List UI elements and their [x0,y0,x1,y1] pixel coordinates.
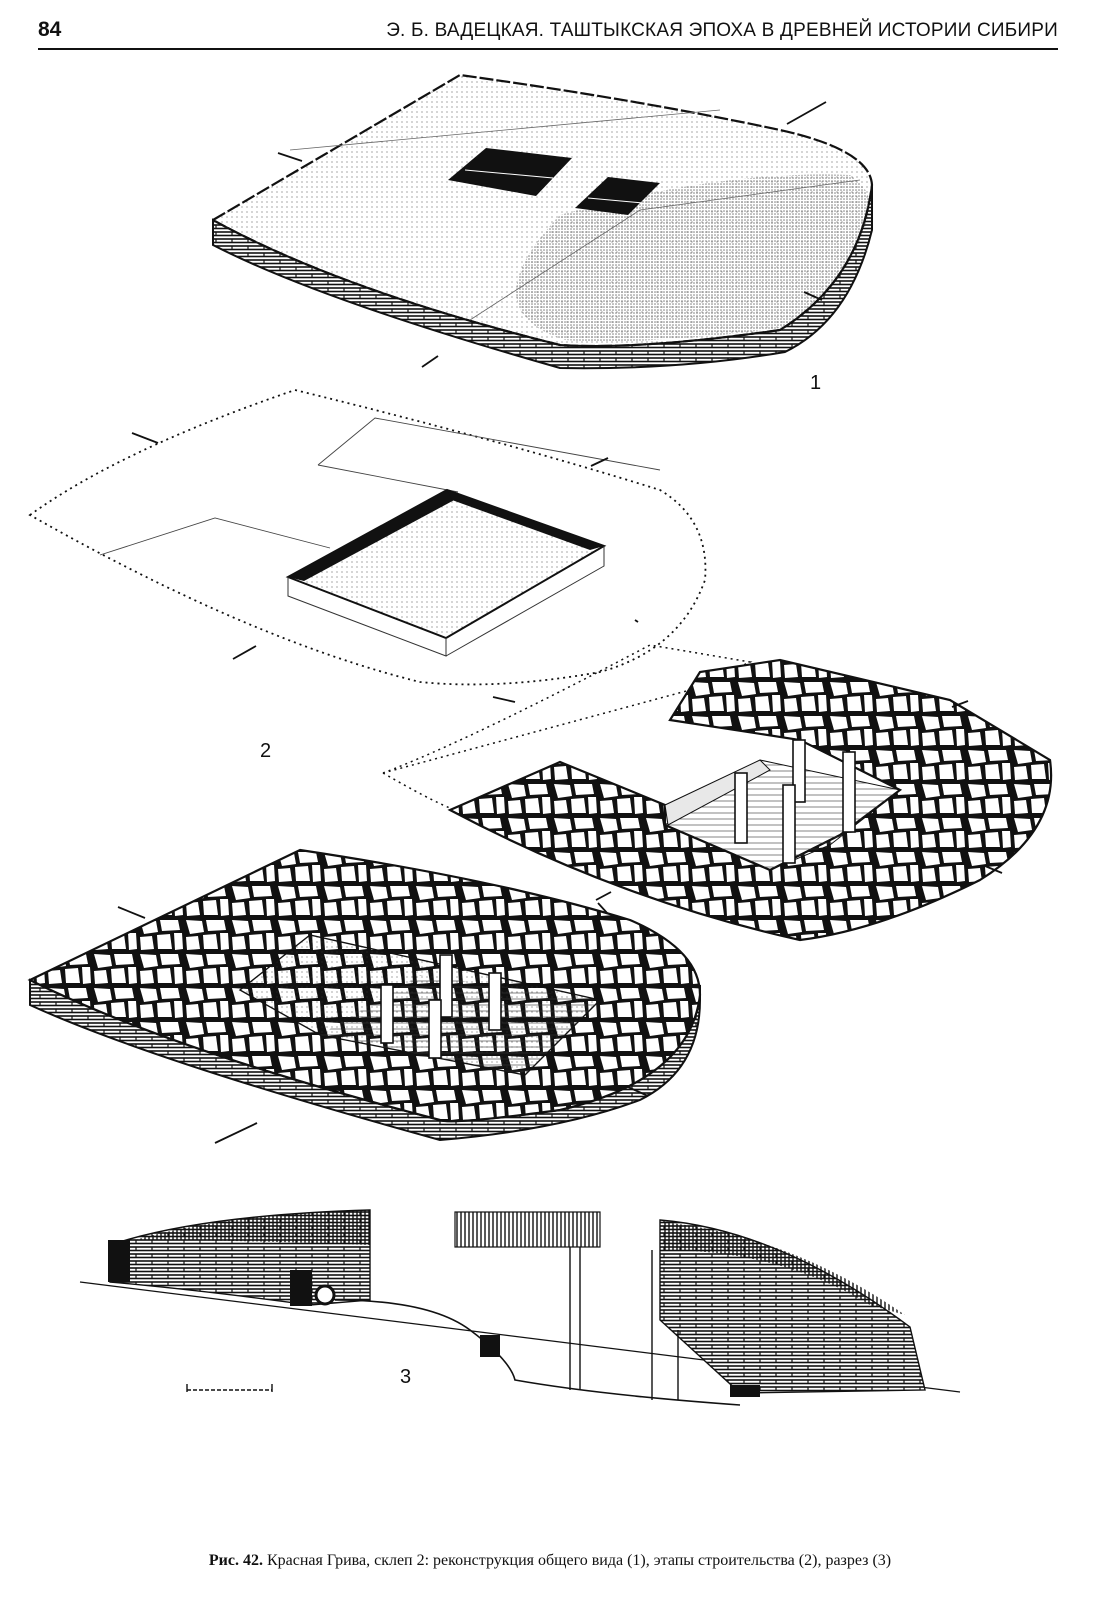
label-view-1: 1 [810,372,822,394]
pillars-left [380,954,502,1059]
label-stage-2: 2 [260,740,272,762]
figure-drawing [27,73,1053,1406]
caption-text: Красная Грива, склеп 2: реконструкция об… [266,1552,892,1569]
pillars-right [734,739,856,864]
caption-figure-ref: Рис. 42. [208,1552,263,1569]
page-number: 84 [38,18,62,41]
stage-2b-stone-frame [382,644,1053,942]
figure-caption: Рис. 42. Красная Грива, склеп 2: реконст… [0,1552,1100,1570]
scale-bar [186,1384,273,1392]
view-1-mound [210,73,874,370]
figure-illustration: 1 2 3 [0,60,1100,1500]
page-header: 84 Э. Б. ВАДЕЦКАЯ. ТАШТЫКСКАЯ ЭПОХА В ДР… [38,14,1058,50]
section-3 [79,1209,961,1406]
running-title: Э. Б. ВАДЕЦКАЯ. ТАШТЫКСКАЯ ЭПОХА В ДРЕВН… [386,20,1058,41]
stage-2c-stone-mound [27,848,702,1144]
label-section-3: 3 [400,1366,412,1388]
stage-2a-pit [28,389,707,686]
